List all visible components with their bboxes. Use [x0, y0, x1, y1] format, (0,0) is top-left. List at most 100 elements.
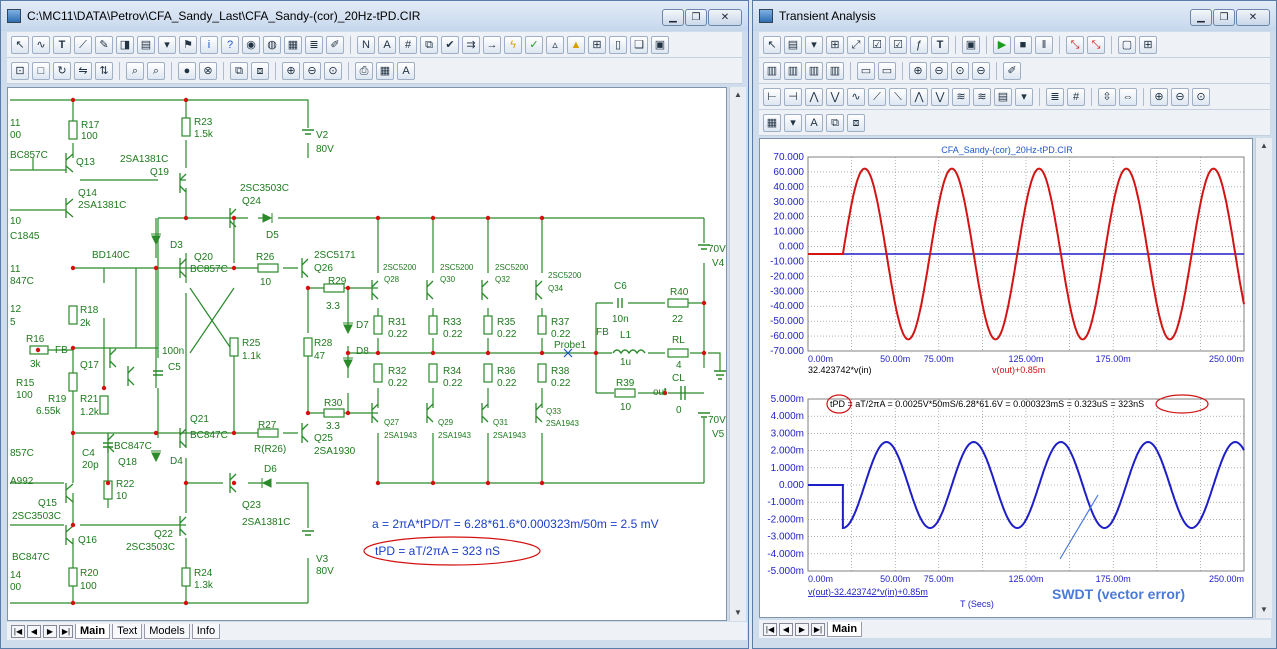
region-icon[interactable]: ⊡: [11, 61, 29, 80]
node-numbers-icon[interactable]: N: [357, 35, 375, 54]
component-icon[interactable]: ▤: [784, 35, 802, 54]
check-icon[interactable]: ☑: [868, 35, 886, 54]
page-copy-icon[interactable]: ❏: [630, 35, 648, 54]
globe-icon[interactable]: ◍: [263, 35, 281, 54]
check-green-icon[interactable]: ✓: [525, 35, 543, 54]
grid-text-icon[interactable]: #: [399, 35, 417, 54]
scroll-down-icon[interactable]: ▼: [734, 608, 742, 617]
flow-icon[interactable]: ⇉: [462, 35, 480, 54]
number-icon[interactable]: #: [1067, 87, 1085, 106]
tab-last-icon[interactable]: ▶|: [59, 624, 73, 638]
panel-icon[interactable]: ▢: [1118, 35, 1136, 54]
wire-mode-icon[interactable]: ⟋: [74, 35, 92, 54]
zoom-check-icon[interactable]: ⊙: [951, 61, 969, 80]
tile-icon[interactable]: ▦: [763, 113, 781, 132]
grid-icon[interactable]: ⊞: [588, 35, 606, 54]
stop-icon[interactable]: ●: [178, 61, 196, 80]
dropdown-arrow-icon[interactable]: ▾: [784, 113, 802, 132]
zoom-fit-icon[interactable]: ⊙: [324, 61, 342, 80]
scale-x-icon[interactable]: ⤢: [847, 35, 865, 54]
text-tool-icon[interactable]: T: [931, 35, 949, 54]
ungroup-icon[interactable]: ⧈: [847, 113, 865, 132]
scale-icon[interactable]: ⊞: [826, 35, 844, 54]
cursor-mode-icon[interactable]: ⤡: [1087, 35, 1105, 54]
printer-icon[interactable]: ⎙: [355, 61, 373, 80]
close-button[interactable]: ✕: [1236, 9, 1270, 26]
fit-horz-icon[interactable]: ⇔: [1119, 87, 1137, 106]
tab-last-icon[interactable]: ▶|: [811, 622, 825, 636]
transient-titlebar[interactable]: Transient Analysis ▁ ❐ ✕: [753, 1, 1276, 31]
scale-check-icon[interactable]: ☑: [889, 35, 907, 54]
dropdown-arrow-icon[interactable]: ▾: [805, 35, 823, 54]
tab-prev-icon[interactable]: ◀: [27, 624, 41, 638]
top-icon[interactable]: ≋: [952, 87, 970, 106]
inflection-icon[interactable]: ∿: [847, 87, 865, 106]
dropdown-arrow-icon[interactable]: ▾: [1015, 87, 1033, 106]
component-icon[interactable]: ▤: [137, 35, 155, 54]
edit-icon[interactable]: ✐: [326, 35, 344, 54]
probe-icon[interactable]: [563, 348, 573, 358]
point-icon[interactable]: ◉: [242, 35, 260, 54]
global-high-icon[interactable]: ⋀: [910, 87, 928, 106]
tile-icon[interactable]: ▦: [376, 61, 394, 80]
scroll-up-icon[interactable]: ▲: [734, 90, 742, 99]
schematic-vscroll[interactable]: ▲ ▼: [729, 87, 746, 621]
formula-icon[interactable]: ƒ: [910, 35, 928, 54]
close-button[interactable]: ✕: [708, 9, 742, 26]
tab-prev-icon[interactable]: ◀: [779, 622, 793, 636]
vert-icon[interactable]: ▥: [805, 61, 823, 80]
peak-icon[interactable]: ⊢: [763, 87, 781, 106]
tab-next-icon[interactable]: ▶: [43, 624, 57, 638]
bottom-icon[interactable]: ≋: [973, 87, 991, 106]
horz-icon[interactable]: ▥: [763, 61, 781, 80]
find-replace-icon[interactable]: ⌕: [147, 61, 165, 80]
schematic-canvas[interactable]: 11 00 R17 100 R23 1.5k V2 80V BC857C Q13…: [7, 87, 727, 621]
low-icon[interactable]: ⋁: [826, 87, 844, 106]
rotate-icon[interactable]: ↻: [53, 61, 71, 80]
flip-icon[interactable]: ⇅: [95, 61, 113, 80]
zoom-in-icon[interactable]: ⊕: [282, 61, 300, 80]
scroll-up-icon[interactable]: ▲: [1260, 141, 1268, 150]
find-icon[interactable]: ⌕: [126, 61, 144, 80]
lightning-icon[interactable]: ϟ: [504, 35, 522, 54]
plot-vscroll[interactable]: ▲ ▼: [1255, 138, 1272, 618]
clipboard-icon[interactable]: ▤: [994, 87, 1012, 106]
tab-info[interactable]: Info: [191, 623, 221, 639]
page-icon[interactable]: ▯: [609, 35, 627, 54]
zoom-out-icon[interactable]: ⊖: [930, 61, 948, 80]
pause-icon[interactable]: ‖: [1035, 35, 1053, 54]
global-low-icon[interactable]: ⋁: [931, 87, 949, 106]
arrow-icon[interactable]: →: [483, 35, 501, 54]
select-arrow-icon[interactable]: ↖: [763, 35, 781, 54]
flag-icon[interactable]: ⚑: [179, 35, 197, 54]
warning-icon[interactable]: ▲: [567, 35, 585, 54]
slope2-icon[interactable]: ⟍: [889, 87, 907, 106]
zoom-out-icon[interactable]: ⊖: [1171, 87, 1189, 106]
zoom-in-icon[interactable]: ⊕: [1150, 87, 1168, 106]
run-icon[interactable]: ▶: [993, 35, 1011, 54]
group-icon[interactable]: ⧉: [230, 61, 248, 80]
grid-icon[interactable]: ⊞: [1139, 35, 1157, 54]
cancel-icon[interactable]: ⊗: [199, 61, 217, 80]
restore-button[interactable]: ❐: [685, 9, 707, 26]
text-tool-icon[interactable]: T: [53, 35, 71, 54]
minimize-button[interactable]: ▁: [1190, 9, 1212, 26]
zoom-fit-icon[interactable]: ⊙: [1192, 87, 1210, 106]
fit-vert-icon[interactable]: ⇳: [1098, 87, 1116, 106]
stop-icon[interactable]: ■: [1014, 35, 1032, 54]
data-points-icon[interactable]: ▭: [857, 61, 875, 80]
horz-2-icon[interactable]: ▥: [784, 61, 802, 80]
tab-first-icon[interactable]: |◀: [763, 622, 777, 636]
properties-icon[interactable]: ▣: [651, 35, 669, 54]
slope-icon[interactable]: ⟋: [868, 87, 886, 106]
tab-main[interactable]: Main: [827, 621, 863, 637]
cursor-icon[interactable]: ⤡: [1066, 35, 1084, 54]
restore-button[interactable]: ❐: [1213, 9, 1235, 26]
triangle-icon[interactable]: ▵: [546, 35, 564, 54]
attributes-icon[interactable]: A: [378, 35, 396, 54]
tab-first-icon[interactable]: |◀: [11, 624, 25, 638]
check-icon[interactable]: ✔: [441, 35, 459, 54]
copy-net-icon[interactable]: ⧉: [420, 35, 438, 54]
schematic-titlebar[interactable]: C:\MC11\DATA\Petrov\CFA_Sandy_Last\CFA_S…: [1, 1, 748, 31]
